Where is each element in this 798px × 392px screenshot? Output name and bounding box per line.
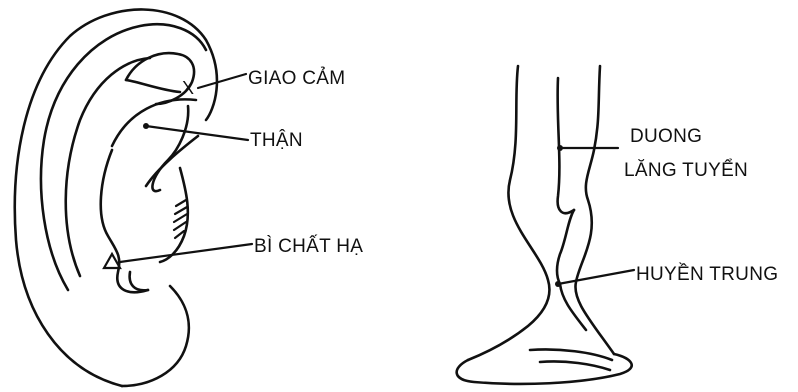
leg-back-outline: [468, 66, 549, 360]
ear-inner-helix: [41, 24, 206, 290]
leg-toes: [530, 349, 612, 370]
ear-lobe-outer: [122, 286, 189, 386]
ear-antihelix-outer: [66, 58, 150, 276]
ear-figure: X GIAO CẢM THẬN BÌ CHẤT HẠ: [15, 9, 364, 386]
ear-lobe-inner: [130, 272, 148, 290]
leg-figure: DUONG LĂNG TUYỂN HUYỀN TRUNG: [457, 66, 779, 384]
giao-cam-marker: X: [182, 78, 194, 98]
label-huyen-trung: HUYỀN TRUNG: [636, 263, 778, 285]
ear-crus-fold: [126, 80, 180, 92]
label-than: THẬN: [250, 129, 303, 151]
ear-antihelix-inner: [112, 99, 196, 146]
bi-chat-ha-leader: [120, 244, 252, 262]
ear-tragus: [101, 150, 148, 292]
huyen-trung-leader: [558, 270, 634, 284]
leg-calf-notch: [557, 210, 574, 284]
label-duong: DUONG: [630, 126, 702, 147]
label-bi-chat-ha: BÌ CHẤT HẠ: [254, 235, 363, 257]
leg-shin-outline: [575, 66, 614, 354]
label-giao-cam: GIAO CẢM: [248, 67, 345, 89]
giao-cam-leader: [198, 74, 246, 88]
label-lang-tuyen: LĂNG TUYỂN: [624, 159, 748, 181]
